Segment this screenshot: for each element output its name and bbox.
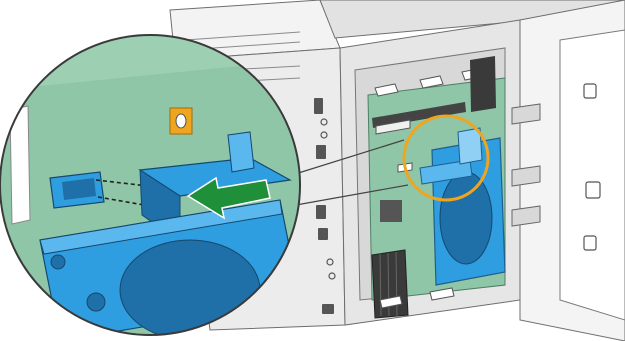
top-black-tab: [470, 56, 496, 112]
mount-pad-hole: [176, 114, 186, 128]
door-inner: [560, 30, 625, 320]
memory-block: [372, 250, 408, 318]
hdd-platter: [440, 172, 492, 264]
hdd-screw-bottom: [87, 293, 105, 311]
hdd-upright-tab: [228, 132, 254, 172]
open-side-door: [512, 0, 625, 341]
hdd-screw-left: [51, 255, 65, 269]
board-chip: [380, 200, 402, 222]
